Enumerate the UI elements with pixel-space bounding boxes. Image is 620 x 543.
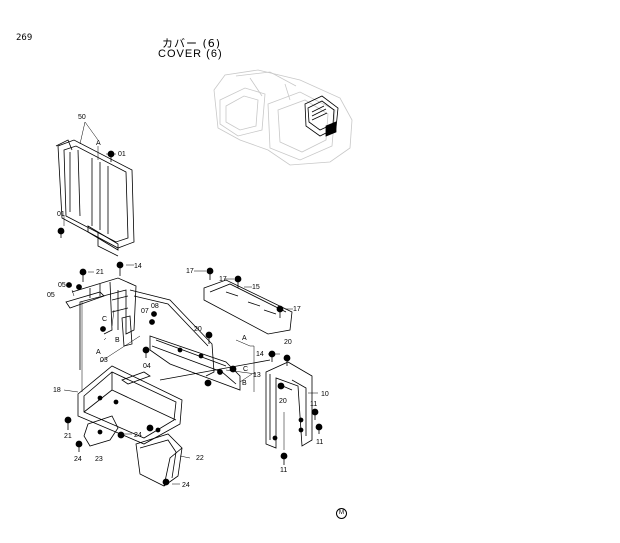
guard-part-22 [135, 433, 183, 487]
callout-05-upper: 05 [58, 282, 66, 289]
bolt-01-lower [57, 227, 65, 238]
callout-21-upper: 21 [96, 269, 104, 276]
title-japanese: カバー (6) [162, 37, 222, 50]
footer-mark: M [336, 508, 347, 519]
small-bracket-part-23 [83, 415, 119, 447]
callout-24-middle: 24 [134, 432, 142, 439]
callout-labels: 50 01 01 A 21 05 05 14 17 17 15 17 08 07… [47, 114, 329, 489]
callout-11-right: 11 [316, 439, 323, 446]
top-rail-part-15 [203, 279, 293, 335]
callout-01-lower: 01 [57, 211, 65, 218]
callout-A-top: A [96, 140, 101, 147]
center-plate-part-13 [149, 335, 241, 391]
support-rod [129, 289, 215, 377]
callout-04: 04 [143, 363, 151, 370]
callout-24-left: 24 [74, 456, 82, 463]
callout-20-upper: 20 [194, 326, 202, 333]
machine-overview-drawing [213, 69, 353, 166]
callout-C-right: C [243, 366, 248, 373]
callout-10: 10 [321, 391, 329, 398]
callout-13: 13 [253, 372, 261, 379]
title-english: COVER (6) [158, 48, 223, 60]
callout-01-upper: 01 [118, 151, 126, 158]
callout-14-lower: 14 [256, 351, 264, 358]
left-bracket-assembly [65, 277, 137, 370]
callout-B-left: B [115, 337, 120, 344]
callout-50: 50 [78, 114, 86, 121]
callout-08: 08 [151, 303, 159, 310]
callout-22: 22 [196, 455, 204, 462]
callout-20-lower: 20 [279, 398, 287, 405]
callout-18: 18 [53, 387, 61, 394]
callout-17-right: 17 [293, 306, 301, 313]
callout-C-left: C [102, 316, 107, 323]
callout-17-left: 17 [186, 268, 194, 275]
bottom-tray-part-18 [77, 359, 271, 445]
bolts-left-bracket [66, 261, 150, 358]
callout-20-right: 20 [284, 339, 292, 346]
right-post-part-10 [265, 361, 313, 449]
callout-11-upper: 11 [310, 401, 317, 408]
page-number: 269 [16, 33, 33, 43]
cover-frame-part-50 [55, 139, 135, 257]
callout-A-right: A [242, 335, 247, 342]
callout-05-lower: 05 [47, 292, 55, 299]
callout-17-middle: 17 [219, 276, 227, 283]
callout-24-bottom: 24 [182, 482, 190, 489]
fasteners [64, 267, 323, 486]
callout-B-right: B [242, 380, 247, 387]
callout-07: 07 [141, 308, 149, 315]
callout-11-bottom: 11 [280, 467, 287, 474]
callout-15: 15 [252, 284, 260, 291]
callout-21-lower: 21 [64, 433, 72, 440]
callout-14-upper: 14 [134, 263, 142, 270]
callout-23: 23 [95, 456, 103, 463]
reference-lines [63, 121, 318, 485]
highlighted-cover-area [304, 95, 339, 137]
callout-A-left: A [96, 349, 101, 356]
callout-03: 03 [100, 357, 108, 364]
